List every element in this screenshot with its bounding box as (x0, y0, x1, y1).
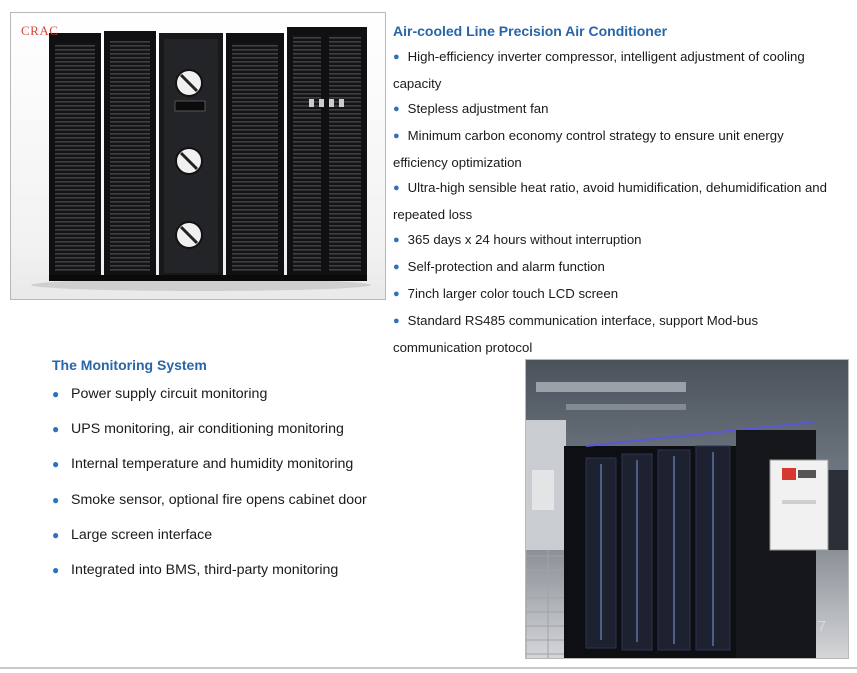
ac-section-title: Air-cooled Line Precision Air Conditione… (393, 23, 668, 39)
datacenter-room-photo: 7 (525, 359, 849, 659)
list-item: Power supply circuit monitoring (52, 382, 502, 407)
monitoring-feature-list: Power supply circuit monitoring UPS moni… (52, 382, 502, 593)
list-item: Stepless adjustment fan (393, 96, 838, 123)
list-item: 7inch larger color touch LCD screen (393, 281, 838, 308)
list-item: Internal temperature and humidity monito… (52, 452, 502, 477)
page-number: 7 (817, 618, 826, 635)
list-item: Minimum carbon economy control strategy … (393, 123, 838, 175)
crac-unit-photo: CRAC (10, 12, 386, 300)
list-item: UPS monitoring, air conditioning monitor… (52, 417, 502, 442)
list-item: Standard RS485 communication interface, … (393, 308, 838, 360)
list-item: Smoke sensor, optional fire opens cabine… (52, 488, 502, 513)
footer-divider (0, 667, 857, 669)
list-item: Ultra-high sensible heat ratio, avoid hu… (393, 175, 838, 227)
list-item: 365 days x 24 hours without interruption (393, 227, 838, 254)
list-item: Self-protection and alarm function (393, 254, 838, 281)
list-item: High-efficiency inverter compressor, int… (393, 44, 838, 96)
datacenter-illustration (526, 360, 848, 658)
ac-feature-list: High-efficiency inverter compressor, int… (393, 44, 838, 360)
monitoring-section-title: The Monitoring System (52, 357, 207, 373)
list-item: Large screen interface (52, 523, 502, 548)
crac-cabinets-illustration (31, 27, 371, 291)
list-item: Integrated into BMS, third-party monitor… (52, 558, 502, 583)
crac-label: CRAC (21, 23, 59, 38)
